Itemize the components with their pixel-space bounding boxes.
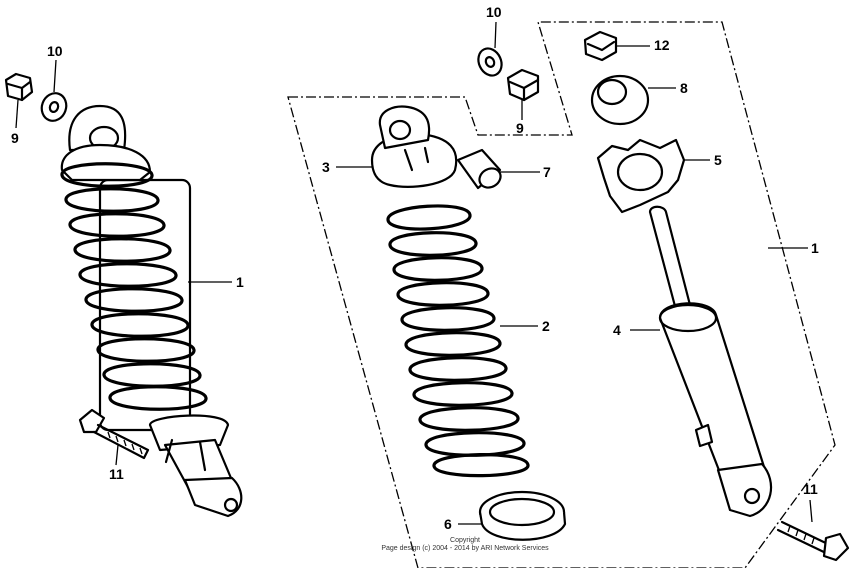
left-bolt-11 <box>78 408 150 460</box>
copyright-line-1: Copyright <box>450 537 480 544</box>
left-washer-10 <box>40 92 68 122</box>
spring-2 <box>386 204 530 478</box>
spring-cap-6 <box>478 490 567 541</box>
callout-bolt-11: 11 <box>803 481 818 497</box>
callout-top-nut-9: 9 <box>516 120 524 136</box>
spring-seat-5 <box>596 138 686 214</box>
callout-left-shock-1: 1 <box>236 274 244 290</box>
copyright-notice: Copyright Page design (c) 2004 - 2014 by… <box>340 537 590 552</box>
callout-nut-12: 12 <box>654 37 670 53</box>
damper-4 <box>648 205 772 518</box>
callout-left-washer-10: 10 <box>47 43 63 59</box>
top-washer-10 <box>477 47 503 77</box>
callout-left-nut-9: 9 <box>11 130 19 146</box>
rubber-bushing-8 <box>590 74 650 126</box>
callout-assembly-1: 1 <box>811 240 819 256</box>
callout-upper-seat-3: 3 <box>322 159 330 175</box>
bushing-7 <box>456 148 502 190</box>
callout-cap-6: 6 <box>444 516 452 532</box>
left-nut-9 <box>4 72 34 102</box>
nut-12 <box>583 30 618 62</box>
callout-top-washer-10: 10 <box>486 4 502 20</box>
callout-spring-2: 2 <box>542 318 550 334</box>
callout-bushing-7: 7 <box>543 164 551 180</box>
callout-left-bolt-11: 11 <box>109 466 124 482</box>
callout-rubber-8: 8 <box>680 80 688 96</box>
left-spring-coils <box>60 162 208 411</box>
top-nut-9 <box>506 68 540 102</box>
copyright-line-2: Page design (c) 2004 - 2014 by ARI Netwo… <box>381 544 549 552</box>
upper-spring-seat-3 <box>370 105 458 188</box>
callout-damper-4: 4 <box>613 322 621 338</box>
leader-lines <box>15 21 813 525</box>
callout-seat-5: 5 <box>714 152 722 168</box>
bolt-11 <box>776 520 850 562</box>
assembled-shock-absorber <box>60 104 243 518</box>
